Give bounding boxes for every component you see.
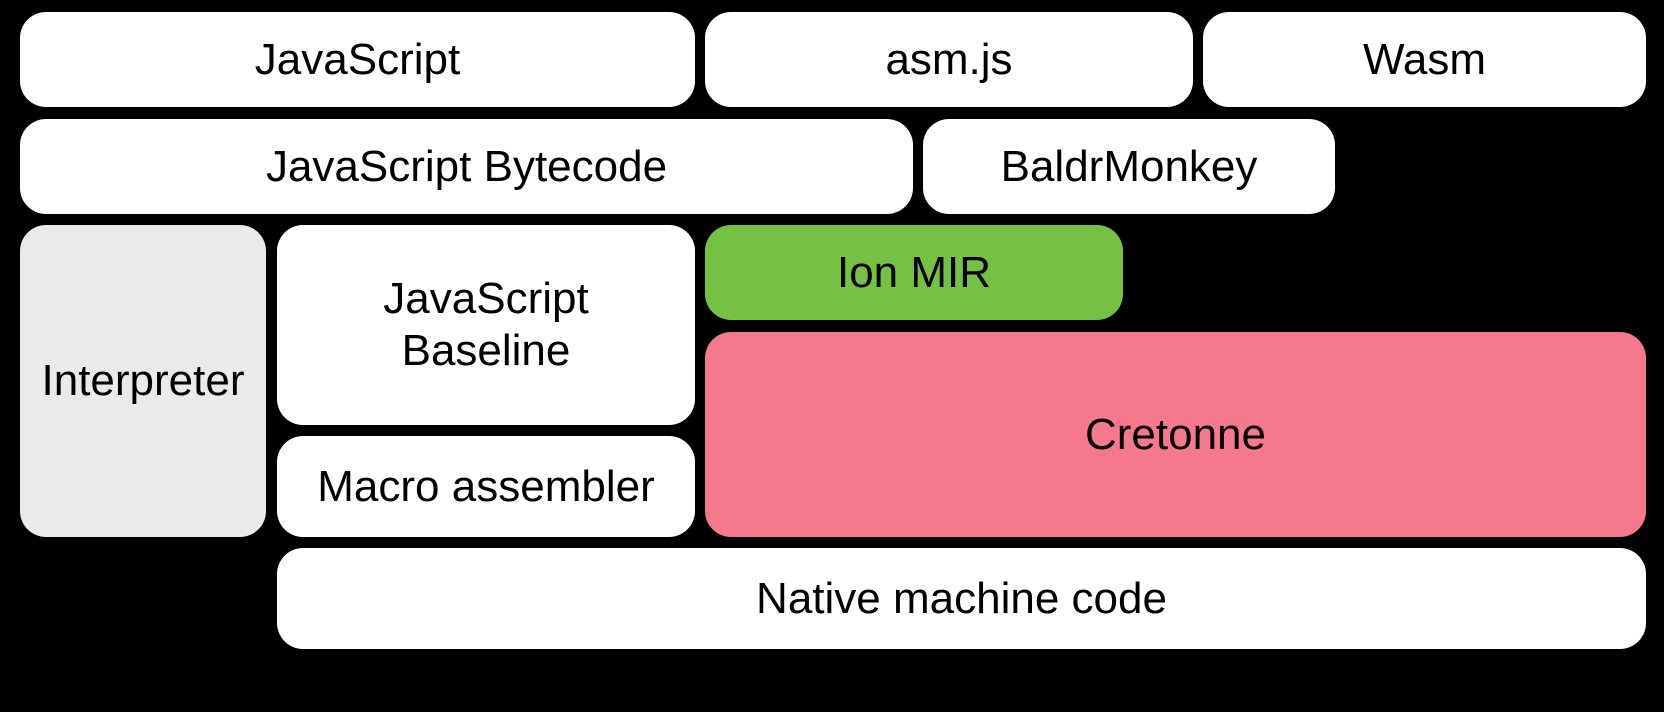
node-native-machine-code: Native machine code [277, 548, 1646, 649]
node-javascript-bytecode: JavaScript Bytecode [20, 119, 913, 214]
node-asm-js: asm.js [705, 12, 1193, 107]
node-macro-assembler: Macro assembler [277, 436, 695, 537]
node-interpreter: Interpreter [20, 225, 266, 537]
node-wasm: Wasm [1203, 12, 1646, 107]
node-ion-mir: Ion MIR [705, 225, 1123, 320]
node-baldrmonkey: BaldrMonkey [923, 119, 1335, 214]
node-javascript-baseline: JavaScript Baseline [277, 225, 695, 425]
node-javascript: JavaScript [20, 12, 695, 107]
node-cretonne: Cretonne [705, 332, 1646, 537]
